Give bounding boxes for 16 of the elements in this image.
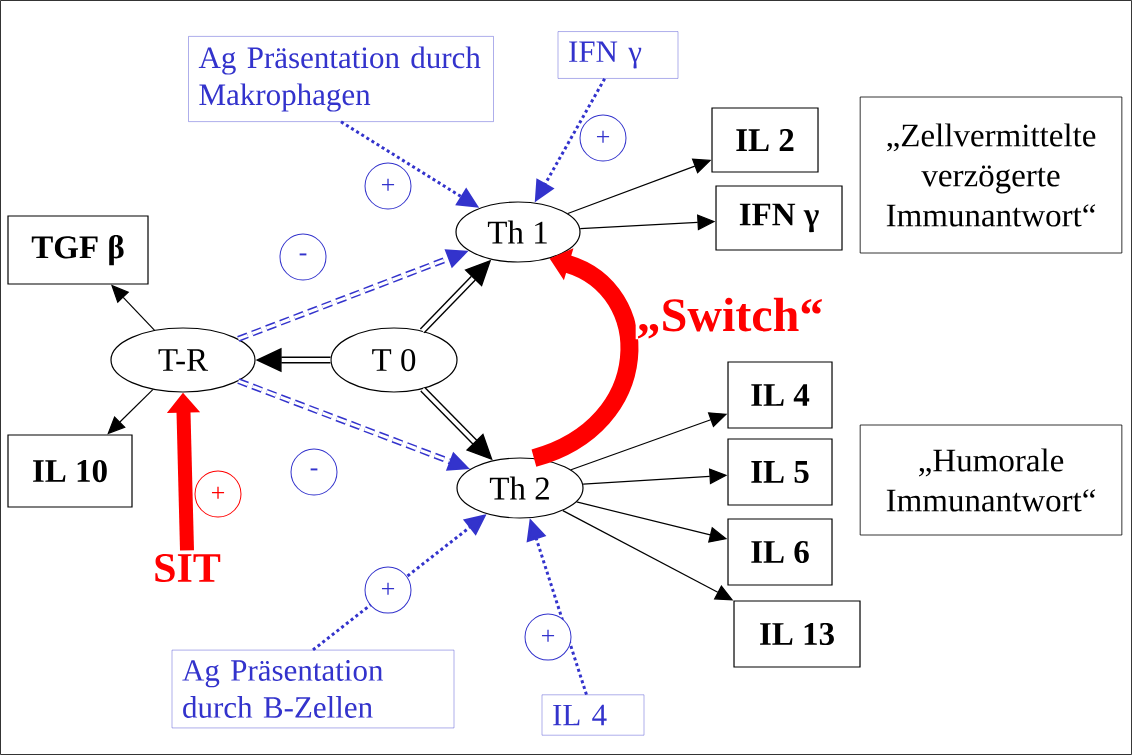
cytokine-box: IL 5	[727, 438, 833, 506]
cytokine-box: IFN γ	[715, 185, 843, 251]
cytokine-box: IL 6	[727, 518, 833, 586]
sit-label: SIT	[155, 553, 221, 583]
cytokine-box: IL 4	[727, 361, 833, 429]
cytokine-box: IL 10	[7, 434, 133, 508]
source-box: IL 4	[541, 694, 645, 736]
cytokine-box: IL 13	[733, 600, 861, 668]
source-box: IFN γ	[557, 31, 679, 79]
source-box: Ag Präsentation durch Makrophagen	[188, 36, 494, 122]
cytokine-box: TGF β	[7, 215, 149, 285]
response-box: „Zellvermittelte verzögerte Immunantwort“	[859, 96, 1123, 254]
response-box: „Humorale Immunantwort“	[859, 424, 1123, 536]
cytokine-box: IL 2	[711, 107, 819, 173]
edge-label: „Switch“	[635, 296, 825, 340]
source-box: Ag Präsentation durch B-Zellen	[171, 649, 455, 729]
